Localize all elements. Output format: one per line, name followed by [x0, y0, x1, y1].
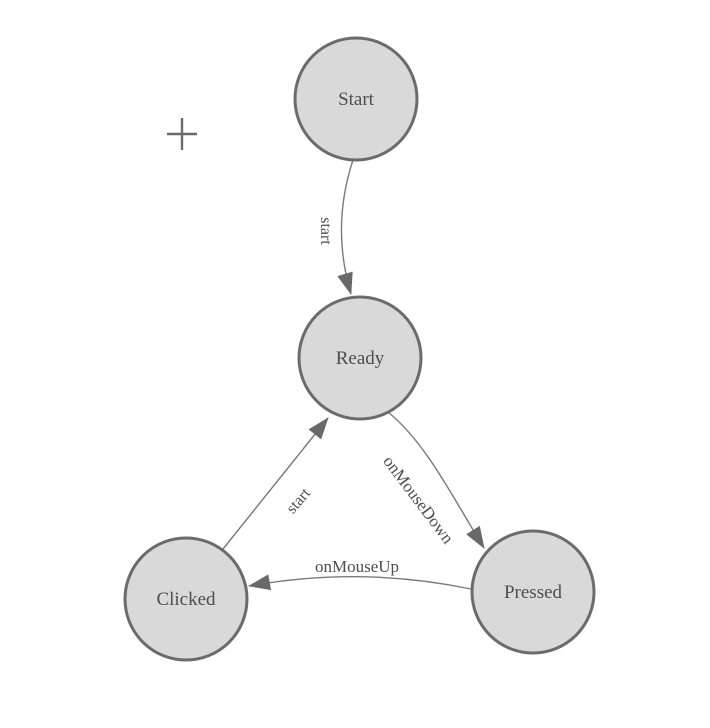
- node-pressed-circle[interactable]: [470, 529, 596, 655]
- node-start[interactable]: Start: [293, 36, 419, 162]
- edge-ready-to-pressed: onMouseDown: [379, 411, 485, 549]
- edge-label-start-2[interactable]: start: [283, 485, 314, 517]
- node-clicked-label[interactable]: Clicked: [156, 589, 216, 610]
- node-ready-label[interactable]: Ready: [336, 348, 385, 369]
- origin-cross-icon: [167, 118, 197, 150]
- edge-label-onmouseup[interactable]: onMouseUp: [315, 557, 399, 576]
- node-clicked[interactable]: Clicked: [123, 536, 249, 662]
- edge-start-to-ready: start: [317, 159, 354, 295]
- node-clicked-circle[interactable]: [123, 536, 249, 662]
- edge-clicked-to-ready: start: [222, 417, 329, 550]
- edge-pressed-to-clicked: onMouseUp: [248, 557, 472, 591]
- edge-label-onmousedown[interactable]: onMouseDown: [379, 452, 458, 548]
- node-pressed-label[interactable]: Pressed: [504, 582, 563, 603]
- node-pressed[interactable]: Pressed: [470, 529, 596, 655]
- node-start-circle[interactable]: [293, 36, 419, 162]
- node-ready-circle[interactable]: [297, 295, 423, 421]
- node-start-label[interactable]: Start: [338, 89, 375, 110]
- edge-path-pressed-to-clicked[interactable]: [248, 574, 472, 591]
- edge-label-start-1[interactable]: start: [317, 217, 334, 245]
- edge-path-start-to-ready[interactable]: [337, 159, 354, 295]
- node-ready[interactable]: Ready: [297, 295, 423, 421]
- edge-path-clicked-to-ready[interactable]: [222, 417, 329, 550]
- edge-path-ready-to-pressed[interactable]: [387, 411, 485, 549]
